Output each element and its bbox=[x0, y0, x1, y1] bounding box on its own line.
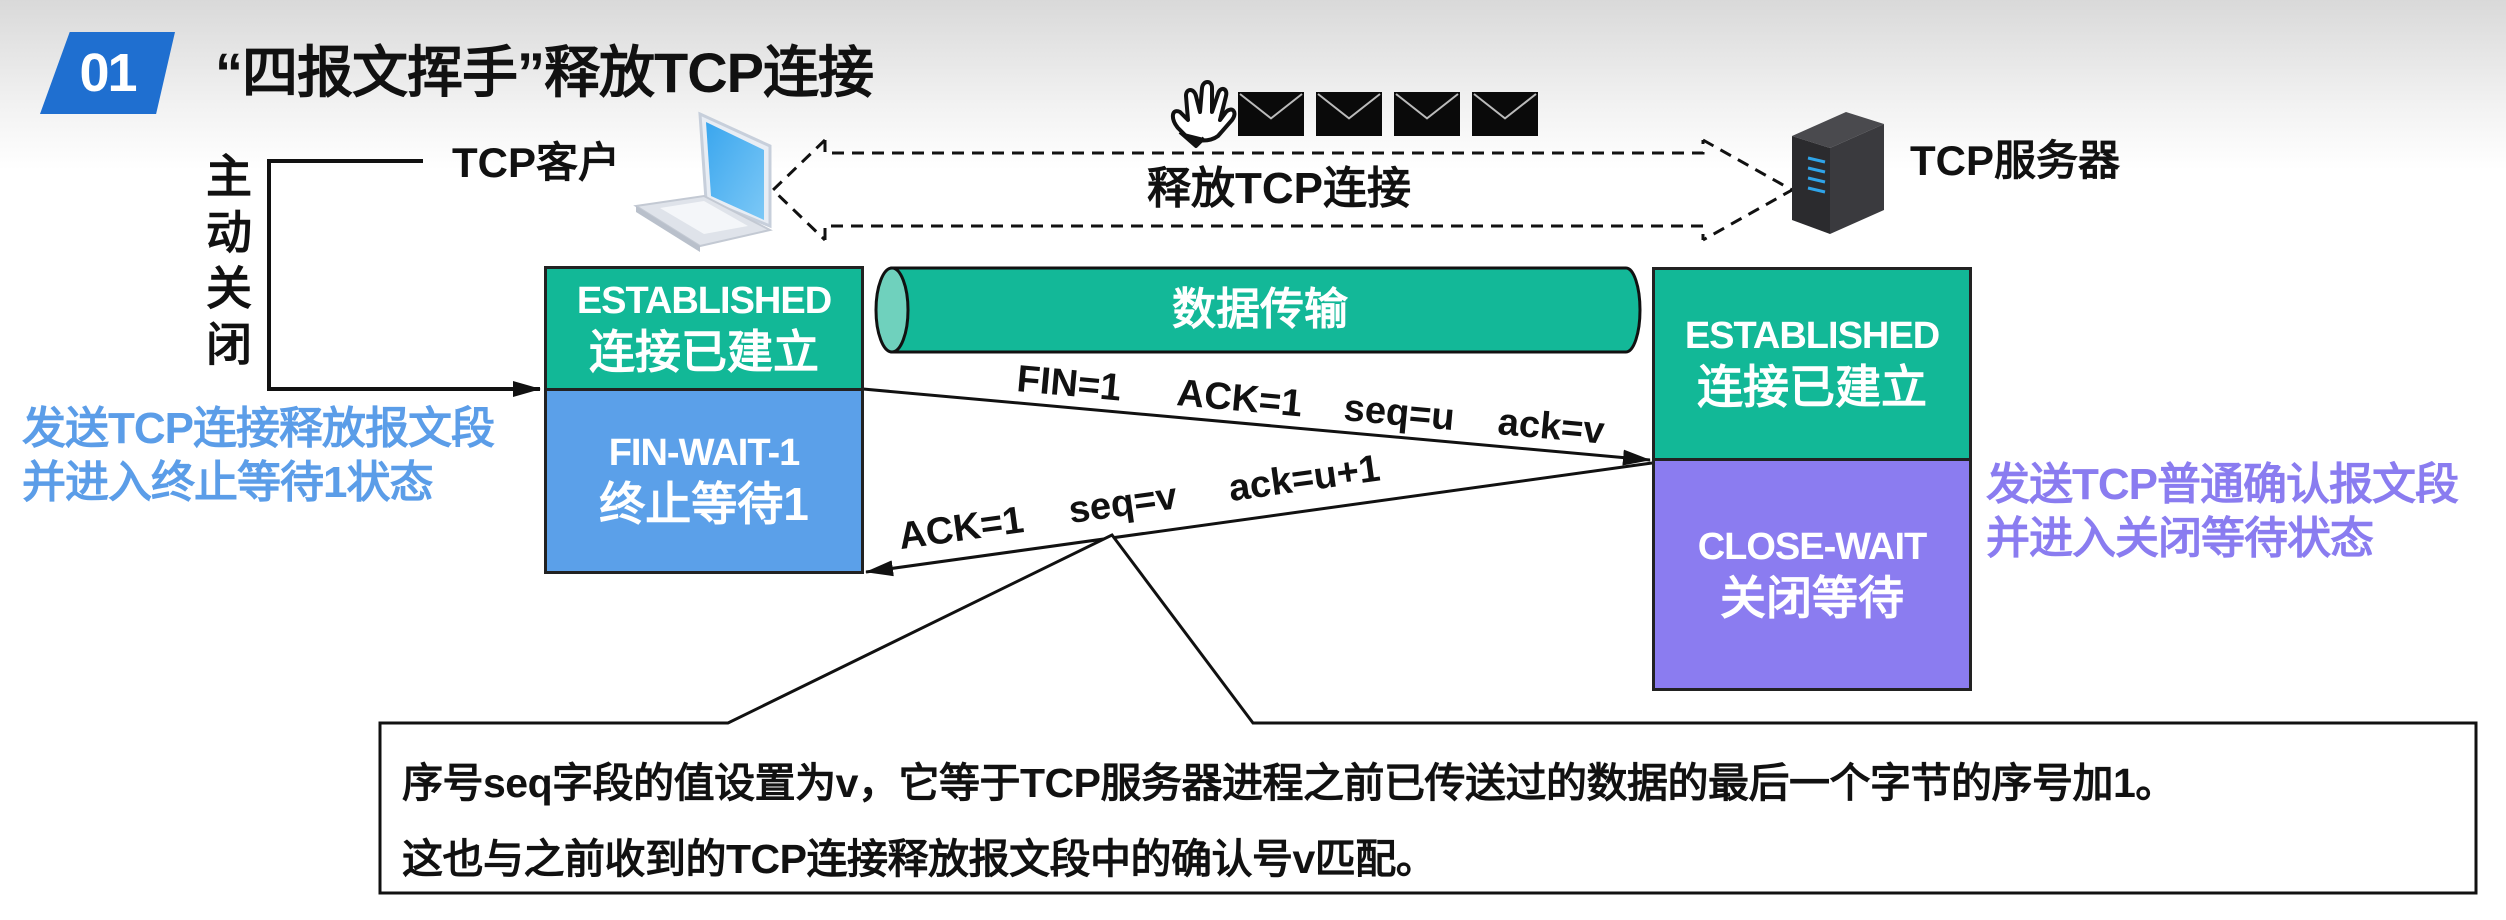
active-close-bracket bbox=[267, 159, 541, 397]
ack-segment-arrow bbox=[865, 461, 1653, 577]
server-note: 发送TCP普通确认报文段 并进入关闭等待状态 bbox=[1986, 458, 2459, 566]
client-note-line: 并进入终止等待1状态 bbox=[22, 458, 433, 507]
release-connection-label: 释放TCP连接 bbox=[1147, 164, 1411, 213]
state-name-en: FIN-WAIT-1 bbox=[608, 432, 801, 474]
callout-box bbox=[378, 533, 2478, 895]
page-title: “四报文挥手”释放TCP连接 bbox=[215, 41, 874, 104]
state-name-cn: 连接已建立 bbox=[589, 325, 819, 378]
server-state-close-wait: CLOSE-WAIT 关闭等待 bbox=[1652, 458, 1972, 691]
server-icon bbox=[1792, 112, 1884, 234]
server-label: TCP服务器 bbox=[1910, 137, 2121, 184]
active-close-label: 主动关闭 bbox=[200, 152, 252, 376]
state-name-en: ESTABLISHED bbox=[1684, 315, 1940, 357]
laptop-icon bbox=[633, 111, 773, 252]
state-name-cn: 终止等待1 bbox=[599, 478, 809, 530]
envelope-icon bbox=[1472, 92, 1538, 136]
data-transfer-tube bbox=[874, 266, 1642, 354]
state-name-en: CLOSE-WAIT bbox=[1697, 525, 1928, 568]
state-name-cn: 关闭等待 bbox=[1720, 571, 1904, 624]
envelope-icon bbox=[1238, 92, 1304, 136]
envelope-icon bbox=[1316, 92, 1382, 136]
fin-segment-arrow bbox=[862, 387, 1651, 466]
envelope-group bbox=[1238, 92, 1538, 136]
server-state-established: ESTABLISHED 连接已建立 bbox=[1652, 267, 1972, 461]
state-name-en: ESTABLISHED bbox=[576, 279, 832, 322]
server-note-line: 发送TCP普通确认报文段 bbox=[1986, 460, 2459, 509]
envelope-icon bbox=[1394, 92, 1460, 136]
client-state-established: ESTABLISHED 连接已建立 bbox=[544, 266, 864, 391]
callout-line: 这也与之前收到的TCP连接释放报文段中的确认号v匹配。 bbox=[402, 836, 1437, 882]
client-label: TCP客户 bbox=[452, 139, 621, 186]
server-note-line: 并进入关闭等待状态 bbox=[1986, 514, 2374, 563]
client-note: 发送TCP连接释放报文段 并进入终止等待1状态 bbox=[22, 402, 495, 510]
waving-hand-icon bbox=[1171, 80, 1237, 148]
client-note-line: 发送TCP连接释放报文段 bbox=[22, 404, 495, 453]
section-number-badge: 01 bbox=[40, 32, 175, 114]
data-transfer-label: 数据传输 bbox=[1172, 285, 1348, 334]
callout-line: 序号seq字段的值设置为v，它等于TCP服务器进程之前已传送过的数据的最后一个字… bbox=[402, 760, 2176, 806]
callout-text: 序号seq字段的值设置为v，它等于TCP服务器进程之前已传送过的数据的最后一个字… bbox=[402, 745, 2176, 897]
client-state-fin-wait-1: FIN-WAIT-1 终止等待1 bbox=[544, 388, 864, 574]
state-name-cn: 连接已建立 bbox=[1697, 361, 1927, 413]
